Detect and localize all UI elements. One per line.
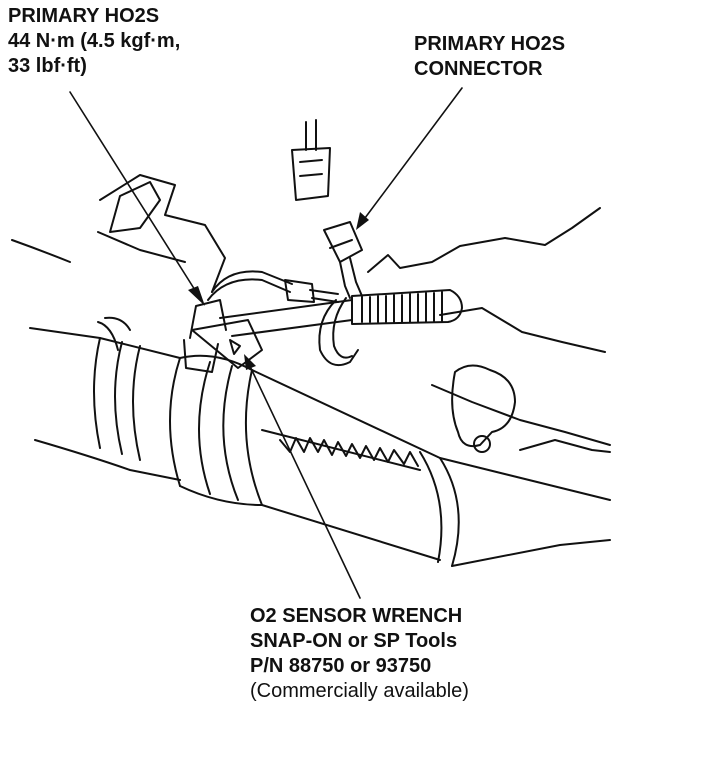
- wrench-label: O2 SENSOR WRENCH SNAP-ON or SP Tools P/N…: [250, 604, 469, 704]
- wrench-line-1: O2 SENSOR WRENCH: [250, 605, 463, 627]
- exhaust-pipe-front: [29, 316, 181, 481]
- sensor-torque-line-2: 44 N·m (4.5 kgf·m,: [8, 30, 181, 52]
- wrench-line-4: (Commercially available): [250, 680, 469, 702]
- sensor-torque-line-1: PRIMARY HO2S: [8, 5, 160, 27]
- leader-line-torque: [69, 91, 201, 299]
- arrowhead-torque: [188, 286, 205, 306]
- catalytic-converter: [251, 369, 460, 567]
- subframe-outline: [11, 174, 226, 293]
- floor-outline: [367, 207, 611, 453]
- sensor-torque-line-3: 33 lbf·ft): [8, 55, 87, 77]
- wrench-line-2: SNAP-ON or SP Tools: [250, 630, 458, 652]
- heat-shield-bracket: [451, 364, 516, 453]
- wrench-line-3: P/N 88750 or 93750: [250, 655, 432, 677]
- exhaust-pipe-rear: [439, 457, 611, 567]
- arrowhead-wrench: [244, 354, 256, 370]
- leader-line-connector: [361, 87, 463, 223]
- connector-label: PRIMARY HO2S CONNECTOR: [414, 32, 565, 82]
- sensor-wire-harness: [207, 270, 359, 366]
- connector-line-1: PRIMARY HO2S: [414, 33, 566, 55]
- pipe-flange: [169, 354, 263, 506]
- connector-line-2: CONNECTOR: [414, 58, 543, 80]
- arrowhead-connector: [356, 212, 369, 230]
- sensor-connector: [291, 119, 363, 299]
- leader-line-wrench: [247, 361, 361, 599]
- leader-lines: [69, 87, 463, 599]
- o2-sensor-wrench: [191, 289, 463, 369]
- o2-sensor-body: [183, 299, 227, 373]
- sensor-torque-label: PRIMARY HO2S 44 N·m (4.5 kgf·m, 33 lbf·f…: [8, 4, 180, 79]
